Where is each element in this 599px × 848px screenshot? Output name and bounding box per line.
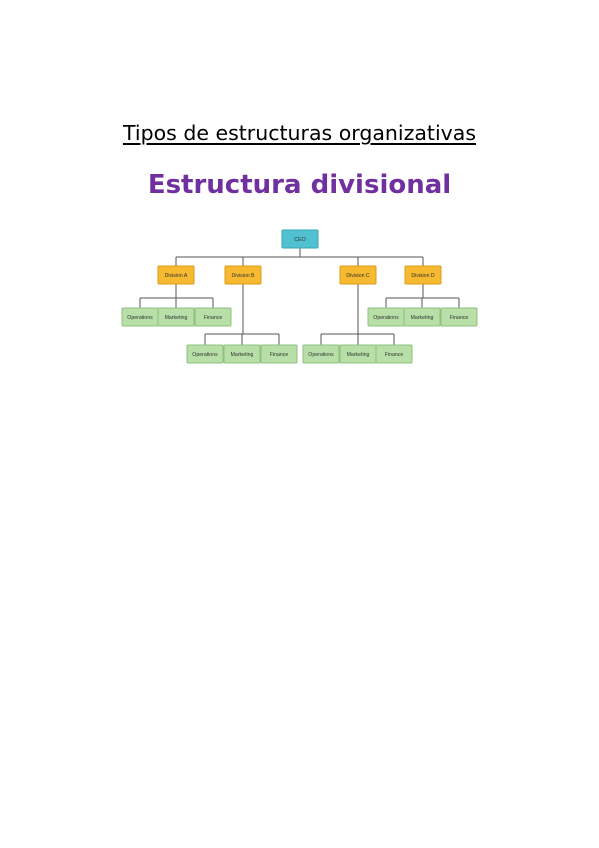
function-label: Finance [204, 315, 223, 321]
function-box [403, 307, 441, 327]
division-c-functions: Operations Marketing Finance [302, 344, 413, 364]
division-c-box [339, 265, 377, 285]
division-a-functions: Operations Marketing Finance [121, 307, 232, 327]
division-c-node: Division C [339, 265, 377, 285]
function-label: Marketing [231, 352, 254, 358]
function-box [194, 307, 232, 327]
function-label: Finance [270, 352, 289, 358]
function-box [440, 307, 478, 327]
division-b-node: Division B [224, 265, 262, 285]
function-label: Finance [385, 352, 404, 358]
division-d-node: Division D [404, 265, 442, 285]
org-chart-connectors [139, 248, 460, 345]
function-label: Operations [192, 352, 218, 358]
page-title: Tipos de estructuras organizativas [0, 120, 599, 146]
function-label: Marketing [347, 352, 370, 358]
division-c-label: Division C [346, 273, 370, 279]
division-b-functions: Operations Marketing Finance [186, 344, 298, 364]
function-box [260, 344, 298, 364]
function-label: Operations [308, 352, 334, 358]
ceo-node: CEO [281, 229, 319, 249]
division-a-label: Division A [165, 273, 188, 279]
function-box [157, 307, 195, 327]
function-box [186, 344, 224, 364]
division-b-box [224, 265, 262, 285]
function-box [223, 344, 261, 364]
function-label: Operations [373, 315, 399, 321]
page-title-text: Tipos de estructuras organizativas [122, 121, 477, 145]
ceo-box [281, 229, 319, 249]
function-label: Marketing [165, 315, 188, 321]
division-b-label: Division B [231, 273, 255, 279]
division-d-box [404, 265, 442, 285]
ceo-label: CEO [294, 237, 305, 243]
division-d-label: Division D [411, 273, 435, 279]
section-title: Estructura divisional [147, 170, 452, 200]
division-a-node: Division A [157, 265, 195, 285]
function-label: Finance [450, 315, 469, 321]
function-box [375, 344, 413, 364]
function-box [302, 344, 340, 364]
function-label: Marketing [411, 315, 434, 321]
division-a-box [157, 265, 195, 285]
division-d-functions: Operations Marketing Finance [367, 307, 478, 327]
function-label: Operations [127, 315, 153, 321]
